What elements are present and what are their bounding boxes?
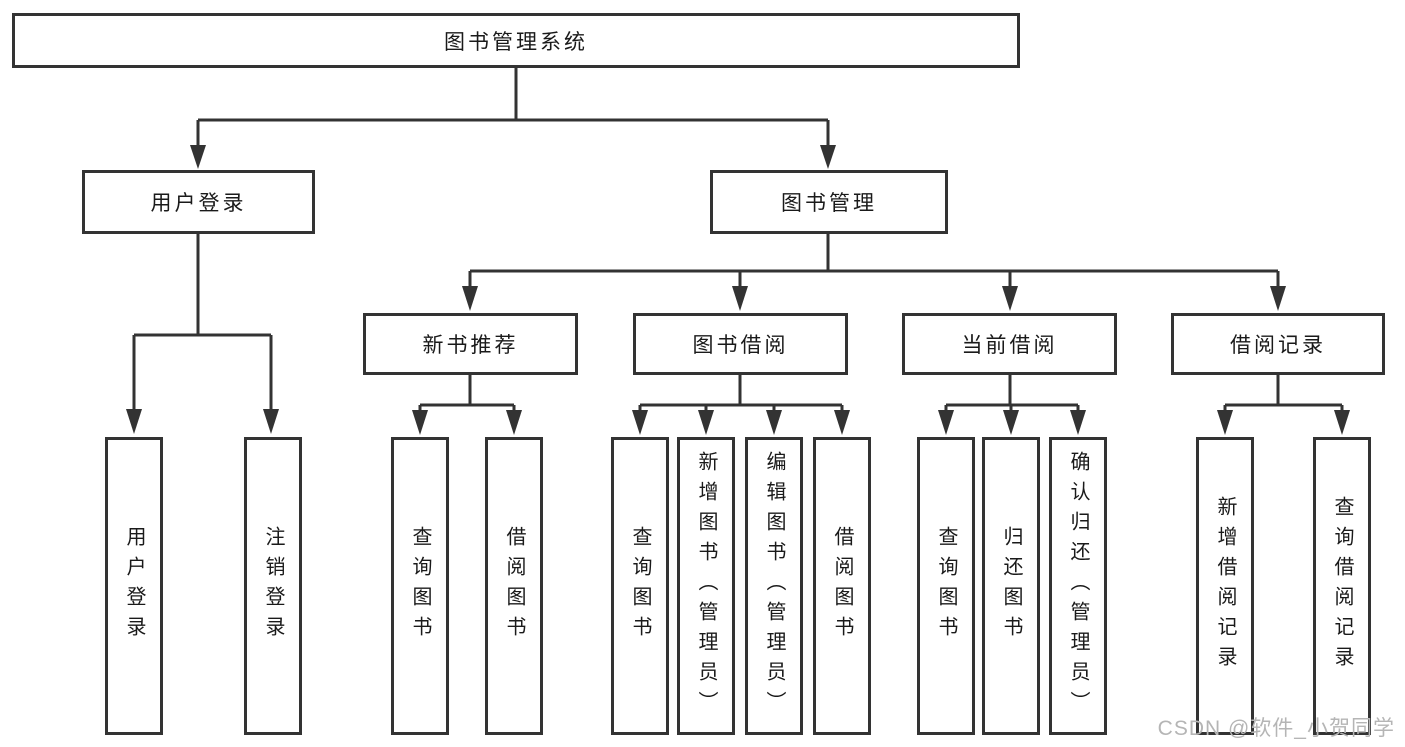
- leaf-logout: 注销登录: [244, 437, 302, 735]
- leaf-return-books: 归还图书: [982, 437, 1040, 735]
- leaf-add-books-admin: 新增图书（管理员）: [677, 437, 735, 735]
- csdn-watermark: CSDN @软件_小贺同学: [1157, 717, 1395, 740]
- leaf-query-borrow-record: 查询借阅记录: [1313, 437, 1371, 735]
- node-new-book-recommendation: 新书推荐: [363, 313, 578, 375]
- leaf-confirm-return-admin: 确认归还（管理员）: [1049, 437, 1107, 735]
- node-book-management: 图书管理: [710, 170, 948, 234]
- node-library-management-system: 图书管理系统: [12, 13, 1020, 68]
- leaf-user-login: 用户登录: [105, 437, 163, 735]
- leaf-query-books-borrow: 查询图书: [611, 437, 669, 735]
- node-borrowing-records: 借阅记录: [1171, 313, 1385, 375]
- leaf-borrow-books-recommend: 借阅图书: [485, 437, 543, 735]
- node-user-login: 用户登录: [82, 170, 315, 234]
- leaf-query-books-current: 查询图书: [917, 437, 975, 735]
- node-book-borrowing: 图书借阅: [633, 313, 848, 375]
- leaf-edit-books-admin: 编辑图书（管理员）: [745, 437, 803, 735]
- node-current-borrowing: 当前借阅: [902, 313, 1117, 375]
- leaf-add-borrow-record: 新增借阅记录: [1196, 437, 1254, 735]
- leaf-query-books-recommend: 查询图书: [391, 437, 449, 735]
- leaf-borrow-books: 借阅图书: [813, 437, 871, 735]
